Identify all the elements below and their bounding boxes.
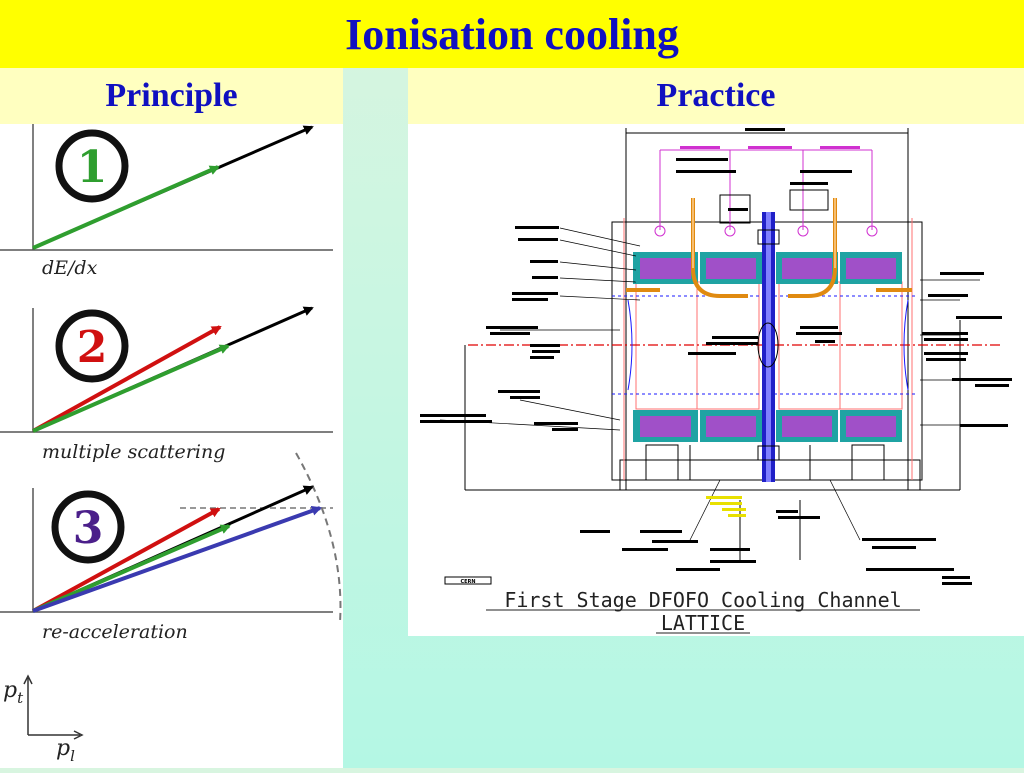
slide-title: Ionisation cooling [345,9,679,59]
green-arrow [32,165,220,250]
momentum-axes-legend: pt pl [3,674,84,765]
red-arrow [32,507,221,613]
principle-header: Principle [0,68,343,124]
absorber-column [757,212,780,482]
step-3: 3 re-acceleration [0,452,342,643]
principle-heading: Principle [105,77,238,114]
green-arrow [32,524,231,613]
red-arrow [32,325,222,433]
step3-number: 3 [73,503,104,554]
pl-label: pl [56,736,75,765]
momentum-arc [295,452,342,623]
pt-arrowhead [23,674,33,685]
drawing-stamp: CERN [460,579,475,585]
step1-number: 1 [77,142,108,193]
cooling-channel-drawing: CERN First Stage DFOFO Cooling Channel L… [420,128,1012,635]
coil-blocks [633,252,902,442]
step-2: 2 multiple scattering [0,306,333,463]
practice-header: Practice [408,68,1024,124]
step2-label: multiple scattering [42,441,225,463]
drawing-caption-line1: First Stage DFOFO Cooling Channel [504,588,901,612]
principle-panel: 1 dE/dx 2 multiple scattering 3 r [0,124,343,768]
step2-number: 2 [77,322,108,373]
support-structure [645,189,885,560]
practice-heading: Practice [656,77,776,114]
step3-label: re-acceleration [42,621,188,643]
principle-diagram: 1 dE/dx 2 multiple scattering 3 r [0,124,342,765]
step1-badge [55,129,129,203]
signal-lines [654,149,878,237]
step-1: 1 dE/dx [0,124,333,279]
blue-arrow [32,505,322,613]
drawing-stamp-box [444,576,492,585]
practice-panel: CERN First Stage DFOFO Cooling Channel L… [408,124,1024,636]
step2-badge [55,309,129,383]
annotation-marks [420,128,1012,585]
pt-label: pt [3,678,24,707]
step1-label: dE/dx [42,257,98,279]
title-bar: Ionisation cooling [0,0,1024,68]
pl-arrowhead [73,730,84,740]
step3-badge [51,490,125,564]
green-arrow [32,344,230,433]
drawing-caption-line2: LATTICE [661,611,745,635]
feed-pipes [626,198,912,298]
